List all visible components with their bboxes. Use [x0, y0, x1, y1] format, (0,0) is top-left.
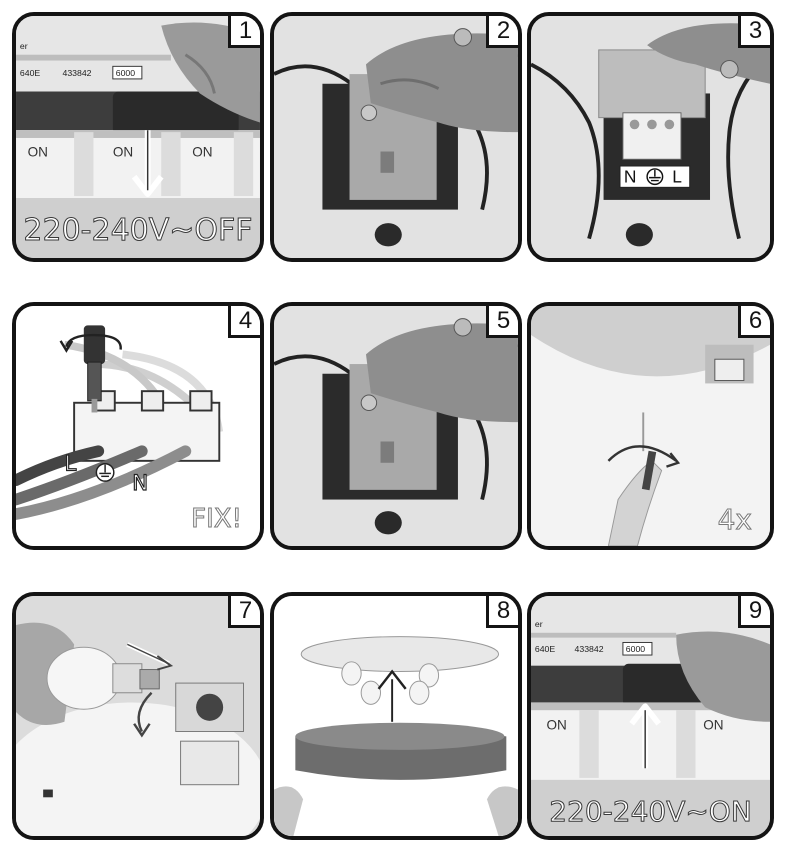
terminal-label-n: N	[624, 166, 637, 186]
breaker-rating-text: 6000	[626, 644, 645, 654]
breaker-label-1: ON	[28, 144, 48, 159]
terminal-label-l: L	[672, 166, 682, 186]
terminal-block-scene: N L	[531, 16, 770, 258]
step-1-caption: 220-240V~OFF	[23, 213, 253, 249]
breaker-off-scene: er 640E 433842 6000 ON ON ON	[16, 16, 260, 258]
step-1-number: 1	[228, 16, 260, 48]
breaker-code-text: 433842	[62, 68, 91, 78]
down-arrow-icon	[131, 130, 164, 198]
breaker-label-2: ON	[703, 718, 723, 733]
ceiling-box-scene	[274, 306, 518, 546]
mounting-plate-scene	[531, 306, 770, 546]
wiring-illustration: L N	[16, 306, 260, 546]
step-6-number: 6	[738, 306, 770, 338]
earth-symbol-icon	[646, 168, 664, 186]
step-8-panel: 8	[270, 592, 522, 840]
step-2-panel: 2	[270, 12, 522, 262]
bulb-install-scene	[16, 596, 260, 836]
breaker-model-text: 640E	[20, 68, 41, 78]
shade-mount-scene	[274, 596, 518, 836]
light-bulb-icon	[341, 661, 440, 705]
breaker-label-3: ON	[192, 144, 212, 159]
rotate-arrow-icon	[133, 691, 153, 738]
step-4-caption: FIX!	[191, 504, 243, 535]
svg-text:er: er	[535, 619, 543, 629]
step-7-panel: 7	[12, 592, 264, 840]
screw-icon	[453, 318, 472, 337]
step-8-number: 8	[486, 596, 518, 628]
screw-icon	[453, 28, 472, 47]
step-3-number: 3	[738, 16, 770, 48]
screwdriver-icon	[641, 450, 657, 491]
rotate-arrow-icon	[59, 333, 122, 353]
step-4-number: 4	[228, 306, 260, 338]
ceiling-box-scene	[274, 16, 518, 258]
rotate-arrow-icon	[607, 445, 681, 468]
breaker-model-text: 640E	[535, 644, 555, 654]
wire-label-n: N	[132, 471, 148, 496]
step-9-caption: 220-240V~ON	[549, 795, 753, 829]
step-5-panel: 5	[270, 302, 522, 550]
step-2-number: 2	[486, 16, 518, 48]
up-arrow-icon	[629, 703, 662, 769]
terminal-block-icon	[714, 358, 745, 382]
breaker-label-2: ON	[113, 144, 133, 159]
step-6-panel: 4x 6	[527, 302, 774, 550]
breaker-label-1: ON	[546, 718, 566, 733]
breaker-rating-text: 6000	[116, 68, 136, 78]
step-1-panel: er 640E 433842 6000 ON ON ON 220-240V~OF…	[12, 12, 264, 262]
step-3-panel: N L 3	[527, 12, 774, 262]
step-9-panel: er 640E 433842 6000 ON ON 220-240V~ON 9	[527, 592, 774, 840]
wire-label-l: L	[64, 452, 76, 477]
step-7-number: 7	[228, 596, 260, 628]
svg-text:er: er	[20, 41, 28, 51]
up-arrow-icon	[377, 669, 407, 722]
step-9-number: 9	[738, 596, 770, 628]
light-bulb-icon	[46, 646, 160, 710]
step-4-panel: L N FIX! 4	[12, 302, 264, 550]
step-5-number: 5	[486, 306, 518, 338]
earth-symbol-icon	[95, 463, 115, 482]
step-6-caption: 4x	[717, 503, 752, 537]
breaker-on-scene: er 640E 433842 6000 ON ON	[531, 596, 770, 836]
breaker-code-text: 433842	[575, 644, 604, 654]
arrow-right-icon	[126, 642, 174, 671]
